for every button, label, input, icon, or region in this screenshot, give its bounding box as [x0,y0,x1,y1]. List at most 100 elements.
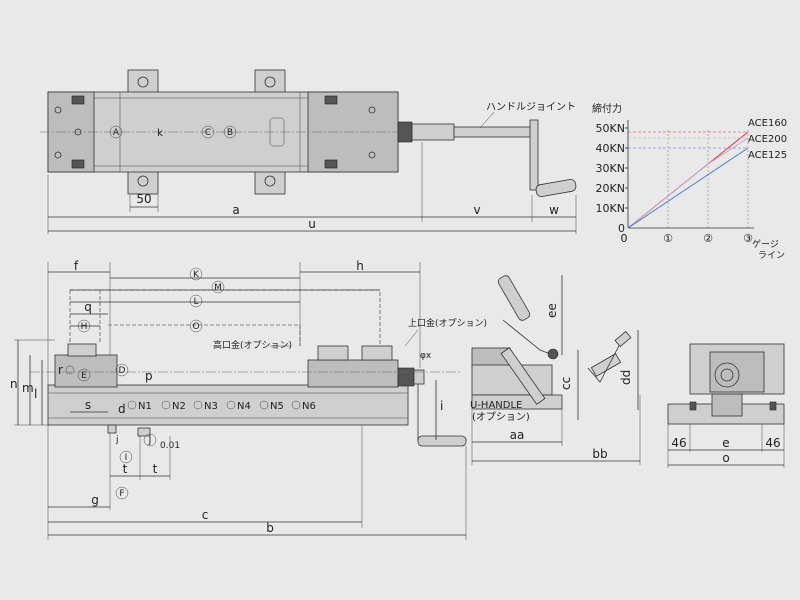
dim-n: n [10,377,18,391]
side-handle-grip [417,435,467,447]
side-view: f h K M L q H O E D p s d 高口金(オプション) 上口金… [10,259,487,540]
chart-ylabel: 締付力 [592,102,622,115]
dim-q: q [84,300,92,314]
handle-joint [411,123,455,141]
chart-series-name: ACE125 [748,150,787,161]
chart-x-tick-label: ① [663,232,673,245]
handle-joint-label: ハンドルジョイント [486,102,576,113]
handle-grip [535,179,577,197]
top-jaw-1 [317,345,349,361]
chart-series-line [627,137,749,229]
label-D: D [119,366,126,376]
dim-b: b [266,521,274,535]
dim-t2: t [153,462,158,476]
uhandle-grip [497,275,531,321]
dim-l: l [34,387,37,401]
label-B: B [227,128,233,138]
chart-y-tick-label: 10KN [596,202,625,215]
label-M: M [214,283,222,293]
chart-y-tick-label: 40KN [596,142,625,155]
high-jaw-fixed [67,343,97,357]
chart-y-tick-label: 0 [618,222,625,235]
dim-u: u [308,217,316,231]
dim-50: 50 [136,192,151,206]
chart-x-tick-label: ③ [743,232,753,245]
fixed-jaw-side [54,354,118,388]
chart-y-tick-label: 50KN [596,122,625,135]
label-F: F [119,489,124,499]
dim-r: r [58,363,63,377]
screw-end [397,121,413,143]
chart-x-tick-label: ② [703,232,713,245]
dim-s: s [85,398,91,412]
position-N2: N2 [172,401,186,412]
vise-base-side [47,384,409,426]
uhandle-view: U-HANDLE (オプション) aa bb cc dd ee [470,275,641,465]
chart-x-tick-label: 0 [621,232,628,245]
dim-w: w [549,203,559,217]
chart-series-line [627,147,749,229]
chart-y-tick-label: 20KN [596,182,625,195]
chart-series-name: ACE160 [748,118,787,129]
dim-a: a [232,203,239,217]
label-K: K [193,270,200,280]
label-J: J [148,436,152,446]
dim-o: o [722,451,729,465]
fixed-jaw-top [47,91,95,173]
bolt-icon [137,76,149,88]
dim-h: h [356,259,364,273]
label-O: O [192,322,199,332]
label-A: A [113,128,120,138]
dim-d: d [118,402,126,416]
dim-v: v [473,203,480,217]
dim-46-left: 46 [671,436,686,450]
top-jaw-label: 上口金(オプション) [408,317,487,329]
dim-bb: bb [592,447,607,461]
dim-aa: aa [510,428,525,442]
label-k: k [157,128,163,139]
chart-series-name: ACE200 [748,134,787,145]
position-N4: N4 [237,401,251,412]
chart-xlabel-line2: ライン [758,250,785,261]
dim-cc: cc [559,377,573,390]
dim-i: i [440,399,443,413]
dim-ee: ee [545,303,559,318]
end-view: 46 e 46 o [667,343,785,468]
position-N6: N6 [302,401,316,412]
dim-m: m [22,381,34,395]
handle-shaft [453,126,535,138]
phi-x-label: φx [420,351,432,361]
handle-sketch-grip [590,353,622,377]
label-C: C [205,128,211,138]
end-view-jaw [709,351,765,393]
high-jaw-label: 高口金(オプション) [213,339,292,351]
top-view: A k C B ハンドルジョイント 50 a v w u [40,69,577,234]
uhandle-label: U-HANDLE [470,400,522,411]
label-I: I [125,453,128,463]
uhandle-option-label: (オプション) [472,411,530,423]
dim-j: j [115,435,119,445]
clamping-force-chart: 締付力 ゲージ ライン 0 10KN 20KN 30KN 40KN 50KN 0 ① ② ③ ACE… [592,102,787,261]
position-N5: N5 [270,401,284,412]
dim-46-right: 46 [765,436,780,450]
handle-crank [529,119,539,191]
bolt-icon [264,175,276,187]
jaw-position-labels: N1 N2 N3 N4 N5 N6 [127,400,316,412]
chart-xlabel-line1: ゲージ [752,238,779,250]
dim-c: c [202,508,209,522]
label-L: L [193,297,198,307]
chart-y-tick-label: 30KN [596,162,625,175]
end-view-screw [714,362,740,388]
dim-dd: dd [619,370,633,385]
label-H: H [81,322,88,332]
position-N3: N3 [204,401,218,412]
dim-t1: t [123,462,128,476]
label-E: E [81,371,87,381]
uhandle-pivot [547,348,559,360]
position-N1: N1 [138,401,152,412]
dim-g: g [91,493,99,507]
bolt-icon [137,175,149,187]
moving-jaw-side [307,359,399,388]
dim-f: f [74,259,79,273]
